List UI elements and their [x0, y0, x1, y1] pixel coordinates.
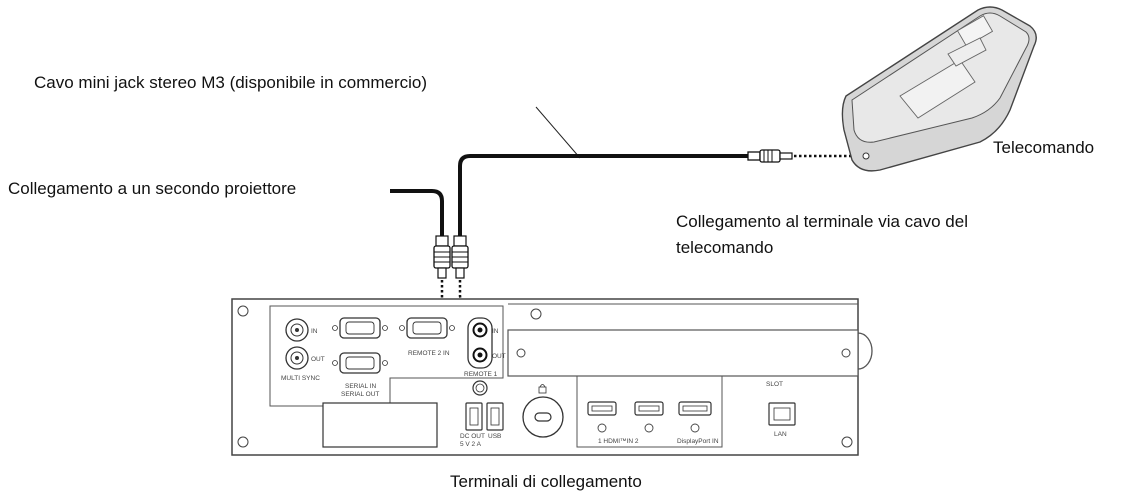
remote1-out-label: OUT	[492, 353, 506, 360]
remote1-label: REMOTE 1	[464, 371, 498, 378]
lan-label: LAN	[774, 431, 787, 438]
dc-out-label: DC OUT	[460, 433, 485, 440]
remote-control-illustration	[841, 6, 1037, 172]
remote1-in-label: IN	[492, 328, 499, 335]
usb-label: USB	[488, 433, 501, 440]
remote2-label: REMOTE 2 IN	[408, 350, 450, 357]
terminals-caption: Terminali di collegamento	[450, 472, 642, 491]
multisync-out-label: OUT	[311, 356, 325, 363]
mini-plug-remote	[747, 149, 793, 163]
wired-connection-label-line1: Collegamento al terminale via cavo del	[676, 212, 968, 231]
slot-cover	[507, 329, 859, 377]
displayport-label: DisplayPort IN	[677, 438, 719, 445]
cable-label: Cavo mini jack stereo M3 (disponibile in…	[34, 73, 428, 92]
dc-out-spec-label: 5 V 2 A	[460, 441, 482, 448]
remote-control-label: Telecomando	[993, 138, 1095, 157]
projector-rear-panel: IN OUT MULTI SYNC SERIAL IN SERIAL OUT R…	[231, 298, 873, 456]
multisync-label: MULTI SYNC	[281, 375, 320, 382]
mini-plug-right	[451, 235, 469, 279]
second-projector-label: Collegamento a un secondo proiettore	[8, 179, 297, 198]
multisync-in-label: IN	[311, 328, 318, 335]
remote-cable	[458, 154, 755, 238]
slot-label: SLOT	[766, 381, 783, 388]
serial-in-label: SERIAL IN	[345, 383, 376, 390]
cable-leader-line	[535, 106, 581, 159]
hdmi-label: 1 HDMI™IN 2	[598, 438, 639, 445]
wired-connection-label-line2: telecomando	[676, 238, 774, 257]
serial-out-label: SERIAL OUT	[341, 391, 379, 398]
mini-plug-left	[433, 235, 451, 279]
second-projector-cable	[390, 189, 444, 238]
